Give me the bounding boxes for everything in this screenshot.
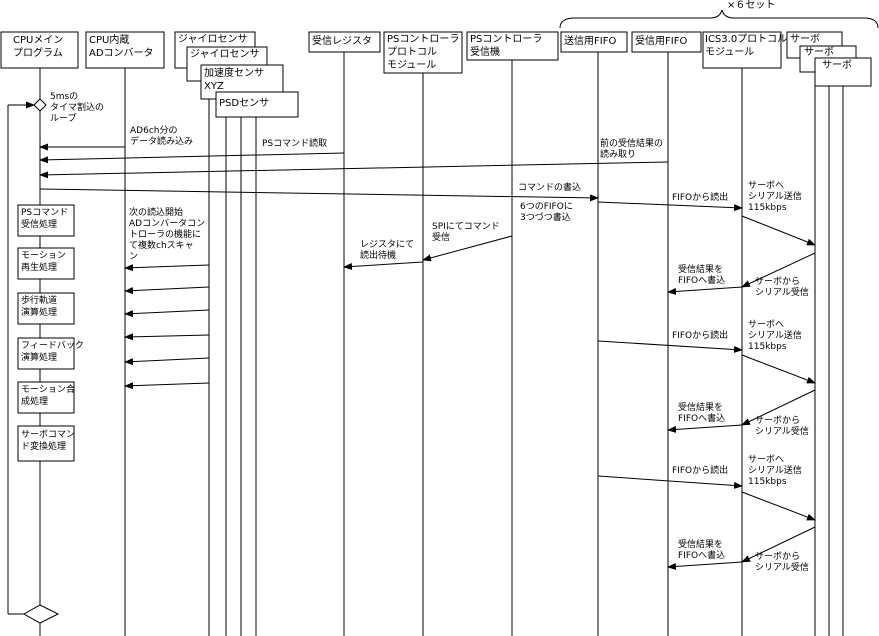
arrow-result-write-1 <box>667 286 743 295</box>
box-recv-fifo <box>631 31 702 53</box>
process-box-1 <box>17 204 75 237</box>
process-label-6: サーボコマン ド変換処理 <box>21 430 76 452</box>
msg-servo-recv-1: サーボから シリアル受信 <box>755 277 809 298</box>
process-label-4: フィードバック 演算処理 <box>21 341 84 363</box>
msg-spi-recv: SPIにてコマンド 受信 <box>432 222 500 243</box>
box-send-fifo <box>560 31 628 53</box>
arrow-spi-recv <box>422 235 513 262</box>
loop-label: 5msの タイマ割込の ループ <box>50 92 105 124</box>
header-send-fifo: 送信用FIFO <box>564 36 617 47</box>
msg-fifo-read-1: FIFOから読出 <box>672 193 729 203</box>
arrow-prev-result <box>39 161 669 179</box>
msg-result-write-1: 受信結果を FIFOへ書込 <box>678 265 726 286</box>
arrow-sensor-2 <box>124 286 210 295</box>
box-ics-module <box>702 31 782 69</box>
arrow-servo-recv-3 <box>741 526 816 563</box>
header-gyro2: ジャイロセンサ <box>190 49 260 60</box>
header-ps-receiver: PSコントローラ 受信機 <box>470 34 543 58</box>
msg-ad-read: AD6ch分の データ読み込み <box>130 126 194 147</box>
header-accel: 加速度センサ XYZ <box>204 68 264 92</box>
arrow-sensor-6 <box>124 382 210 390</box>
msg-cmd-write: コマンドの書込 <box>518 183 582 193</box>
msg-ad-next: 次の読込開始 ADコンバータコン トローラの機能に て複数chスキャ ン <box>129 208 206 262</box>
arrow-fifo-read-2 <box>597 340 743 353</box>
arrow-sensor-5 <box>124 357 210 366</box>
process-label-3: 歩行軌道 演算処理 <box>21 296 58 318</box>
arrow-fifo-read-3 <box>597 475 743 489</box>
process-label-2: モーション 再生処理 <box>21 251 66 273</box>
header-servo2: サーボ <box>804 47 834 58</box>
box-cpu-main <box>0 31 79 69</box>
arrow-sensor-4 <box>124 333 210 341</box>
process-box-2 <box>17 247 75 280</box>
msg-servo-send-3: サーボへ シリアル送信 115kbps <box>748 455 802 487</box>
msg-fifo-read-2: FIFOから読出 <box>672 331 729 341</box>
header-recv-fifo: 受信用FIFO <box>635 36 688 47</box>
msg-ps-cmd-read: PSコマンド読取 <box>262 139 328 149</box>
header-ics-module: ICS3.0プロトコル モジュール <box>705 34 788 58</box>
arrow-fifo-read-1 <box>597 201 743 212</box>
box-recv-register <box>308 31 381 53</box>
arrow-servo-send-1 <box>741 215 816 246</box>
header-servo3: サーボ <box>822 60 852 71</box>
process-label-5: モーション合 成処理 <box>21 385 75 407</box>
arrow-servo-send-3 <box>741 491 816 521</box>
arrow-result-write-2 <box>667 424 743 433</box>
msg-fifo-write: 6つのFIFOに 3つづつ書込 <box>520 202 573 223</box>
msg-fifo-read-3: FIFOから読出 <box>672 466 729 476</box>
arrow-sensor-3 <box>124 309 210 318</box>
msg-servo-recv-2: サーボから シリアル受信 <box>755 416 809 437</box>
process-box-3 <box>17 292 75 325</box>
arrow-register-wait <box>343 261 424 270</box>
process-box-6 <box>17 425 75 462</box>
header-cpu-main: CPUメイン プログラム <box>13 35 64 59</box>
process-label-1: PSコマンド 受信処理 <box>21 208 69 230</box>
loop-start-diamond <box>33 98 47 112</box>
loop-end-diamond <box>22 604 60 624</box>
arrow-result-write-3 <box>667 561 743 570</box>
process-box-5 <box>17 381 75 414</box>
process-box-4 <box>17 337 75 370</box>
msg-register-wait: レジスタにて 読出待機 <box>360 240 415 261</box>
box-ps-protocol <box>383 31 463 74</box>
arrow-servo-send-2 <box>741 354 816 384</box>
msg-result-write-3: 受信結果を FIFOへ書込 <box>678 540 726 561</box>
set-count-label: ×６セット <box>727 0 776 11</box>
msg-prev-result-read: 前の受信結果の 読み取り <box>600 139 664 160</box>
header-servo1: サーボ <box>790 34 820 45</box>
box-psd <box>215 91 299 118</box>
set-bracket <box>559 9 879 29</box>
msg-result-write-2: 受信結果を FIFOへ書込 <box>678 403 726 424</box>
arrow-servo-recv-2 <box>741 389 816 426</box>
arrow-sensor-1 <box>124 264 210 272</box>
header-ps-protocol: PSコントローラ プロトコル モジュール <box>387 34 460 71</box>
arrow-ps-cmd-read <box>39 152 345 164</box>
arrow-cmd-write <box>39 188 599 202</box>
msg-servo-recv-3: サーボから シリアル受信 <box>755 552 809 573</box>
box-ad-converter <box>85 31 165 69</box>
header-gyro1: ジャイロセンサ <box>178 34 248 45</box>
header-psd: PSDセンサ <box>219 98 270 109</box>
header-ad-converter: CPU内蔵 ADコンバータ <box>89 35 154 59</box>
arrow-servo-recv-1 <box>741 252 816 288</box>
box-ps-receiver <box>466 31 559 61</box>
msg-servo-send-2: サーボへ シリアル送信 115kbps <box>748 320 802 352</box>
box-servo3 <box>814 57 872 87</box>
header-recv-register: 受信レジスタ <box>312 36 372 47</box>
msg-servo-send-1: サーボへ シリアル送信 115kbps <box>748 181 802 213</box>
